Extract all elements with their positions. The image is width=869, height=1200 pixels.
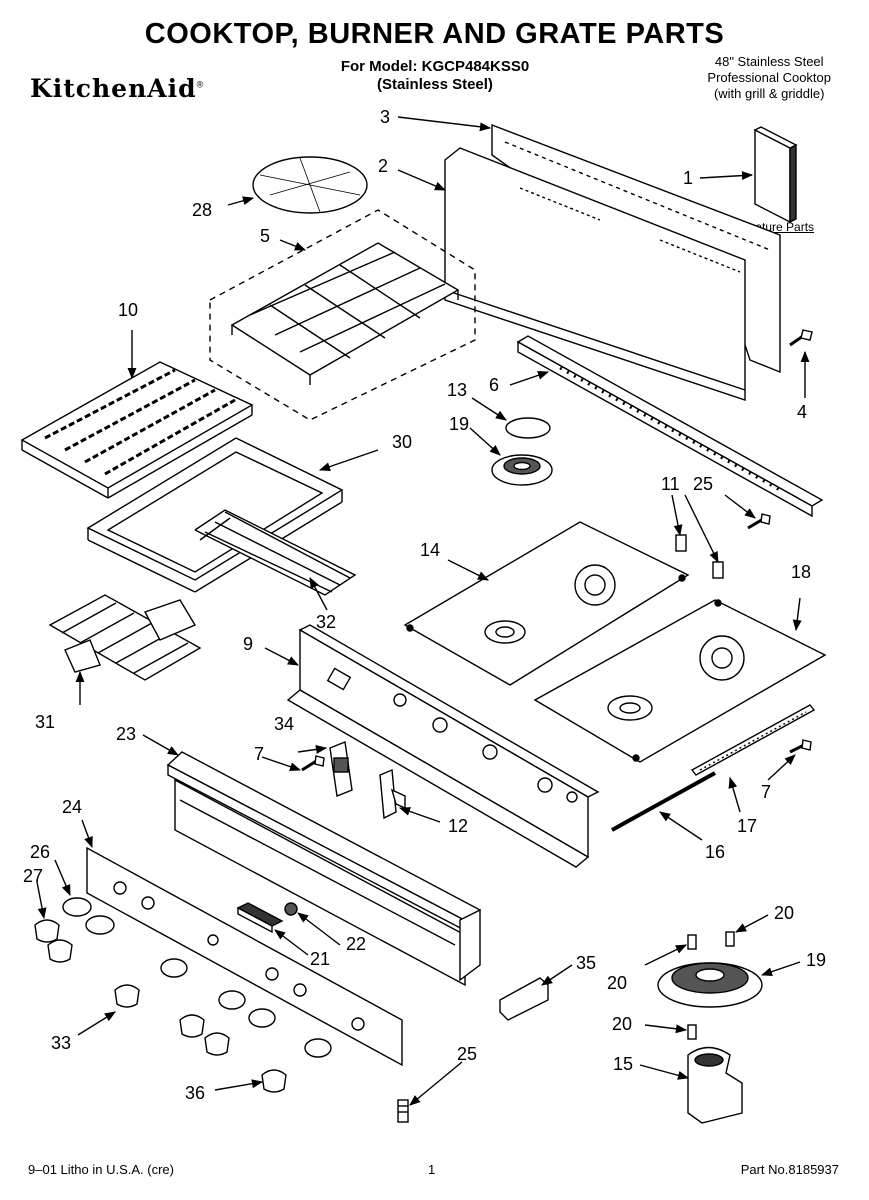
- screw-25-drawing: [747, 513, 771, 530]
- callout-33: 33: [51, 1033, 71, 1053]
- callout-36: 36: [185, 1083, 205, 1103]
- callout-23: 23: [116, 724, 136, 744]
- callout-19b: 19: [806, 950, 826, 970]
- footer-part-number: Part No.8185937: [740, 1162, 839, 1177]
- switch-21-drawing: [236, 902, 284, 934]
- side-trim-17-drawing: [690, 704, 816, 776]
- callout-21: 21: [310, 949, 330, 969]
- callout-7b: 7: [761, 782, 771, 802]
- footer-page-number: 1: [428, 1162, 436, 1177]
- bezel-26-drawing: [62, 897, 115, 935]
- grill-mesh-drawing: [252, 156, 368, 214]
- desc-line-3: (with grill & griddle): [713, 86, 825, 101]
- grill-grate-drawing: [20, 361, 254, 499]
- callout-31: 31: [35, 712, 55, 732]
- control-backplate-24-drawing: [86, 846, 403, 1067]
- callout-1: 1: [683, 168, 693, 188]
- callout-10: 10: [118, 300, 138, 320]
- callout-5: 5: [260, 226, 270, 246]
- knob-27-drawing: [34, 919, 73, 963]
- page-title: COOKTOP, BURNER AND GRATE PARTS: [144, 18, 725, 50]
- callout-28: 28: [192, 200, 212, 220]
- product-description: 48" Stainless Steel Professional Cooktop…: [707, 54, 831, 102]
- screw-4-drawing: [789, 329, 813, 347]
- burner-box-18-drawing: [533, 599, 827, 763]
- callout-25: 25: [693, 474, 713, 494]
- footer-litho: 9–01 Litho in U.S.A. (cre): [28, 1162, 174, 1177]
- callout-13: 13: [447, 380, 467, 400]
- callout-25b: 25: [457, 1044, 477, 1064]
- model-finish: (Stainless Steel): [377, 76, 493, 93]
- side-trim-16-drawing: [611, 771, 716, 832]
- screw-25b-drawing: [397, 1099, 409, 1123]
- burner-cap-drawing: [505, 417, 551, 439]
- callout-20c: 20: [612, 1014, 632, 1034]
- orifice-holder-15-drawing: [687, 1046, 743, 1124]
- burner-base-19-drawing: [657, 962, 763, 1008]
- callout-16: 16: [705, 842, 725, 862]
- callout-20b: 20: [607, 973, 627, 993]
- burner-box-14-drawing: [403, 521, 690, 686]
- burner-support-9-drawing: [286, 624, 600, 868]
- callout-30: 30: [392, 432, 412, 452]
- callout-26: 26: [30, 842, 50, 862]
- knob-36-drawing: [261, 1038, 332, 1093]
- callout-3: 3: [380, 107, 390, 127]
- callout-20: 20: [774, 903, 794, 923]
- model-number: For Model: KGCP484KSS0: [340, 58, 530, 75]
- valve-bracket-34-drawing: [329, 741, 353, 797]
- callout-34: 34: [274, 714, 294, 734]
- burner-grates-drawing: [209, 209, 476, 421]
- knob-33-drawing: [114, 958, 276, 1056]
- registered-mark: ®: [196, 79, 205, 90]
- desc-line-1: 48" Stainless Steel: [714, 54, 824, 69]
- backguard-drawing: [444, 147, 746, 401]
- callout-4: 4: [797, 402, 807, 422]
- callout-32: 32: [316, 612, 336, 632]
- callout-27: 27: [23, 866, 43, 886]
- indicator-22-drawing: [284, 902, 298, 916]
- callout-9: 9: [243, 634, 253, 654]
- clip-12-drawing: [379, 768, 406, 820]
- callout-11: 11: [661, 474, 680, 494]
- callout-35: 35: [576, 953, 596, 973]
- callout-17: 17: [737, 816, 757, 836]
- callout-12: 12: [448, 816, 468, 836]
- brand-logo: KitchenAid®: [30, 74, 204, 103]
- grill-tray-drawing: [86, 437, 344, 593]
- screw-7-drawing: [301, 739, 812, 772]
- grill-radiant-31-drawing: [48, 594, 202, 681]
- callout-22: 22: [346, 934, 366, 954]
- callout-14: 14: [420, 540, 440, 560]
- callout-6: 6: [489, 375, 499, 395]
- desc-line-2: Professional Cooktop: [707, 70, 831, 85]
- bracket-35-drawing: [499, 977, 549, 1021]
- literature-booklet-drawing: [753, 126, 798, 224]
- control-panel-23-drawing: [166, 751, 482, 987]
- callout-15: 15: [613, 1054, 633, 1074]
- model-info: For Model: KGCP484KSS0 (Stainless Steel): [300, 58, 570, 94]
- callout-2: 2: [378, 156, 388, 176]
- callout-labels: 1 2 3 4 5 6 7 7 9 10 11 12 13 14 15 16 1…: [23, 107, 826, 1103]
- burner-head-drawing: [491, 454, 553, 486]
- callout-24: 24: [62, 797, 82, 817]
- manifold-bracket-drawing: [516, 335, 824, 518]
- callout-19: 19: [449, 414, 469, 434]
- leader-lines: [36, 116, 810, 1106]
- brand-name: KitchenAid: [30, 74, 197, 103]
- callout-18: 18: [791, 562, 811, 582]
- callout-7: 7: [254, 744, 264, 764]
- screw-20-drawing: [687, 931, 735, 1040]
